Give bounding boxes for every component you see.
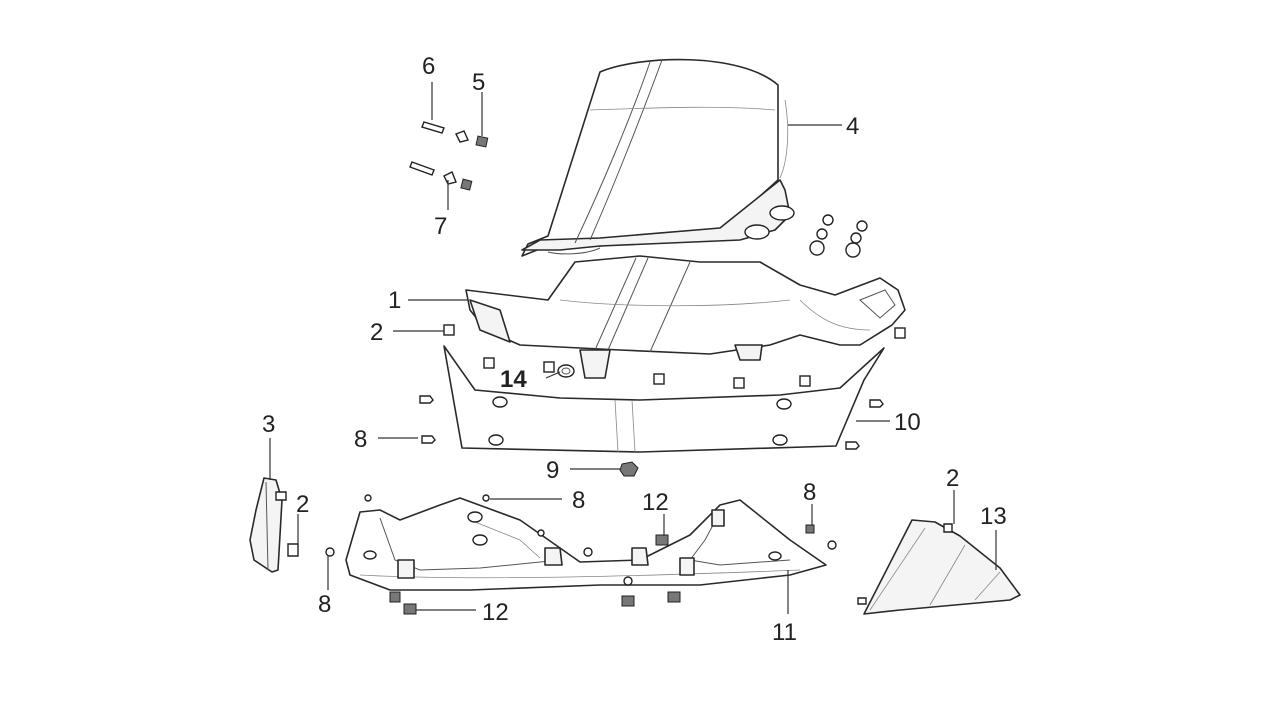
- callout-8c: 8: [803, 479, 816, 506]
- part-8-screws-upper: [419, 395, 884, 450]
- leader-14: [545, 371, 561, 379]
- part-1-clip-nuts: [443, 324, 906, 389]
- callout-14: 14: [500, 366, 527, 393]
- part-4-fasteners: [809, 214, 868, 258]
- part-4-seat-cover: [521, 58, 795, 257]
- callout-4: 4: [846, 113, 859, 140]
- callout-7: 7: [434, 213, 447, 240]
- part-1-inner-cover: [465, 255, 906, 379]
- callout-8d: 8: [318, 591, 331, 618]
- callout-12b: 12: [482, 599, 509, 626]
- callout-8b: 8: [572, 487, 585, 514]
- callout-2b: 2: [296, 491, 309, 518]
- callout-2a: 2: [370, 319, 383, 346]
- callout-5: 5: [472, 69, 485, 96]
- callout-6: 6: [422, 53, 435, 80]
- callout-1: 1: [388, 287, 401, 314]
- part-14-grommet: [557, 364, 575, 378]
- callout-12a: 12: [642, 489, 669, 516]
- callout-2c: 2: [946, 465, 959, 492]
- part-9-nut: [619, 461, 639, 477]
- callout-11: 11: [772, 619, 797, 646]
- callout-13: 13: [980, 503, 1007, 530]
- callout-8a: 8: [354, 426, 367, 453]
- part-11-fasteners: [325, 494, 837, 615]
- part-11-under-cover: [345, 497, 827, 591]
- part-13-side-panel: [857, 519, 1021, 615]
- parts-5-6-7-clips: [409, 121, 489, 191]
- part-10-lower-panel: [443, 345, 885, 453]
- callout-labels: 6 5 7 4 1 2 14 10 3 8 9 8 12 8 2 2 13 8 …: [262, 53, 1007, 646]
- leader-lines: [269, 82, 997, 614]
- callout-3: 3: [262, 411, 275, 438]
- callout-9: 9: [546, 457, 559, 484]
- callout-10: 10: [894, 409, 921, 436]
- part-3-side-strip: [249, 477, 299, 573]
